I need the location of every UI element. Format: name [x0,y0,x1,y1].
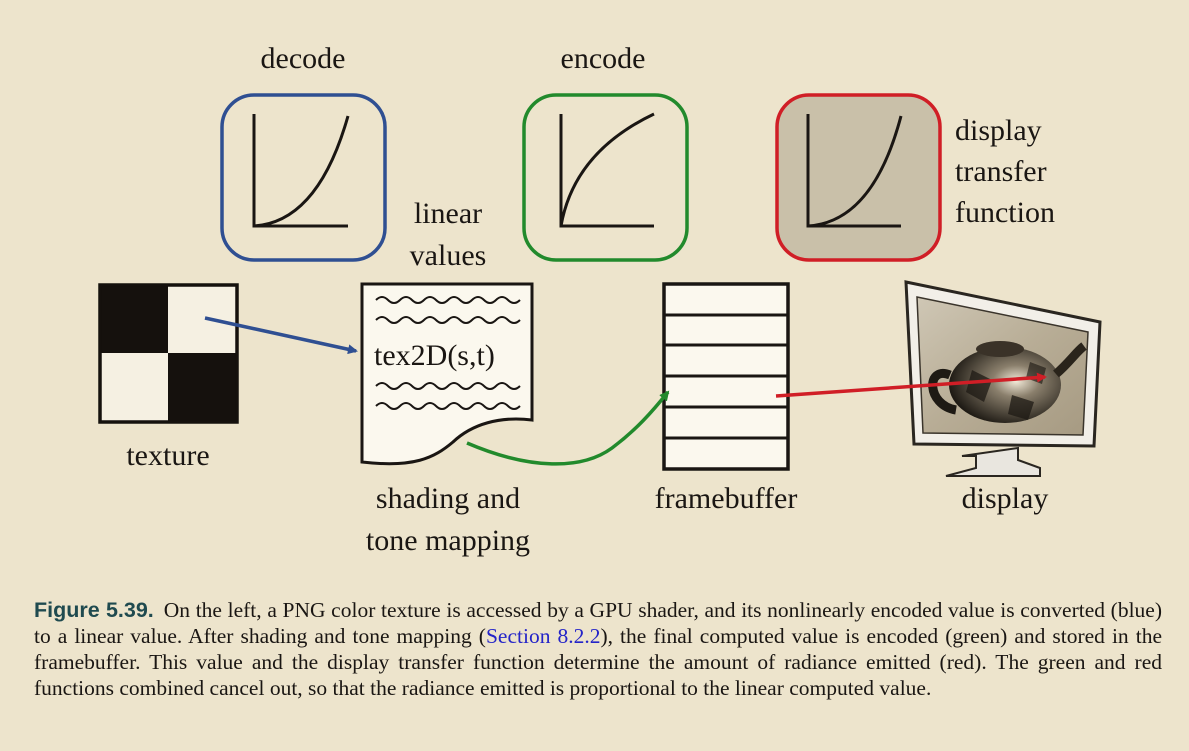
decode-label: decode [261,42,346,75]
code-squiggle-1 [375,296,521,304]
encode-curve-box [522,93,689,262]
section-link[interactable]: Section 8.2.2 [485,624,601,648]
decode-arrow [204,316,358,355]
framebuffer-grid [662,282,790,471]
framebuffer-label: framebuffer [655,482,798,515]
code-squiggle-3 [375,382,521,390]
encode-label: encode [561,42,646,75]
display-label: display [962,482,1049,515]
texture-label: texture [126,439,209,472]
encode-arrow [466,390,670,466]
figure-number: Figure 5.39. [34,598,154,622]
display-transfer-label-1: display [955,114,1042,147]
code-squiggle-2 [375,316,521,324]
code-squiggle-4 [375,402,521,410]
figure-caption: Figure 5.39.On the left, a PNG color tex… [34,597,1162,701]
caption-text-part1: On the left, a PNG color texture is acce… [34,598,1162,648]
encode-curve-line [559,112,655,227]
linear-values-label-2: values [410,239,487,272]
decode-curve-axes [252,114,348,228]
display-arrow [775,372,1047,398]
texture-image [98,283,239,424]
display-curve-line [807,115,903,228]
decode-curve-box [220,93,387,262]
shader-code: tex2D(s,t) [374,339,495,372]
display-transfer-box [775,93,942,262]
teapot-render [928,341,1087,423]
linear-values-label-1: linear [414,197,482,230]
encode-curve-axes [559,114,654,228]
display-transfer-label-2: transfer [955,155,1047,188]
shader-document: tex2D(s,t) [360,282,534,466]
shading-label-1: shading and [376,482,520,515]
shading-label-2: tone mapping [366,524,530,557]
display-monitor [904,280,1102,477]
display-transfer-label-3: function [955,196,1055,229]
caption-text-part2: ), the final computed value is encoded (… [34,624,1162,700]
decode-curve-line [253,115,350,228]
